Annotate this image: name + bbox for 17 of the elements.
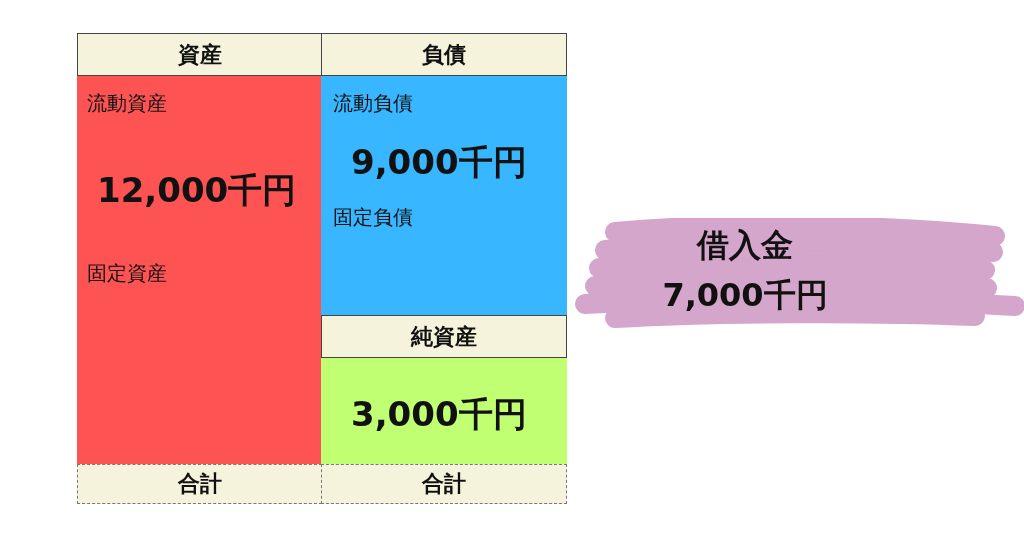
loan-label: 借入金 — [695, 225, 794, 266]
amount-text: 9,000千円 — [351, 141, 527, 184]
total-cell: 合計 — [77, 464, 322, 504]
header-cell: 資産 — [77, 33, 322, 76]
amount-text: 3,000千円 — [351, 393, 527, 436]
equity-block — [321, 358, 567, 464]
item-label: 固定資産 — [87, 260, 167, 287]
item-label: 流動資産 — [87, 90, 167, 117]
total-cell: 合計 — [321, 464, 567, 504]
item-label: 固定負債 — [333, 204, 413, 231]
asset-block — [77, 76, 322, 464]
liability-block — [321, 76, 567, 315]
amount-text: 12,000千円 — [97, 169, 297, 212]
header-cell: 純資産 — [321, 315, 567, 358]
amount-text: 7,000千円 — [661, 275, 829, 316]
item-label: 流動負債 — [333, 90, 413, 117]
header-cell: 負債 — [321, 33, 567, 76]
